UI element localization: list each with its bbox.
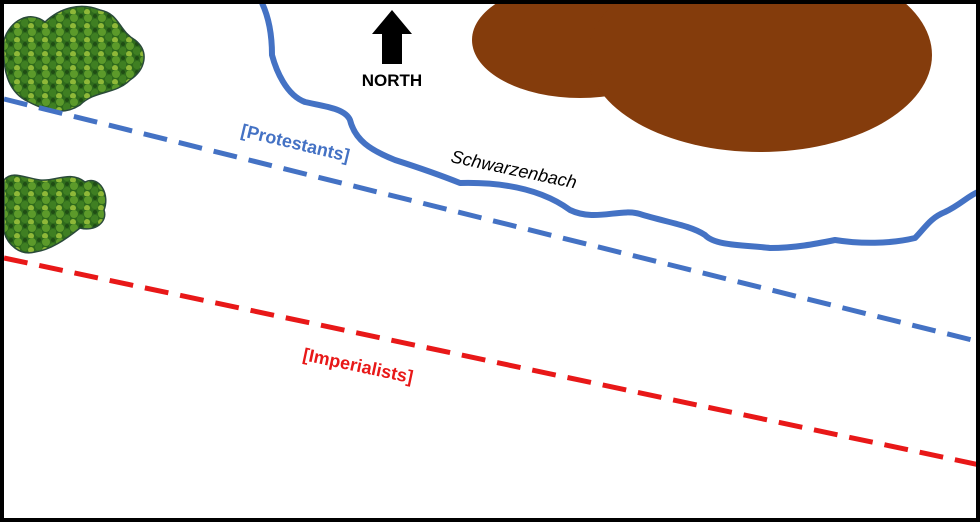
hill (472, 0, 932, 152)
forest-top (2, 5, 145, 112)
north-label: NORTH (362, 71, 422, 90)
imperialists-label: [Imperialists] (301, 344, 415, 387)
imperialists-line (3, 255, 980, 468)
river-schwarzenbach (259, 1, 980, 251)
forest-left (3, 174, 107, 254)
north-arrow-icon (372, 10, 412, 64)
protestants-label: [Protestants] (239, 120, 352, 165)
protestants-line (3, 96, 980, 345)
